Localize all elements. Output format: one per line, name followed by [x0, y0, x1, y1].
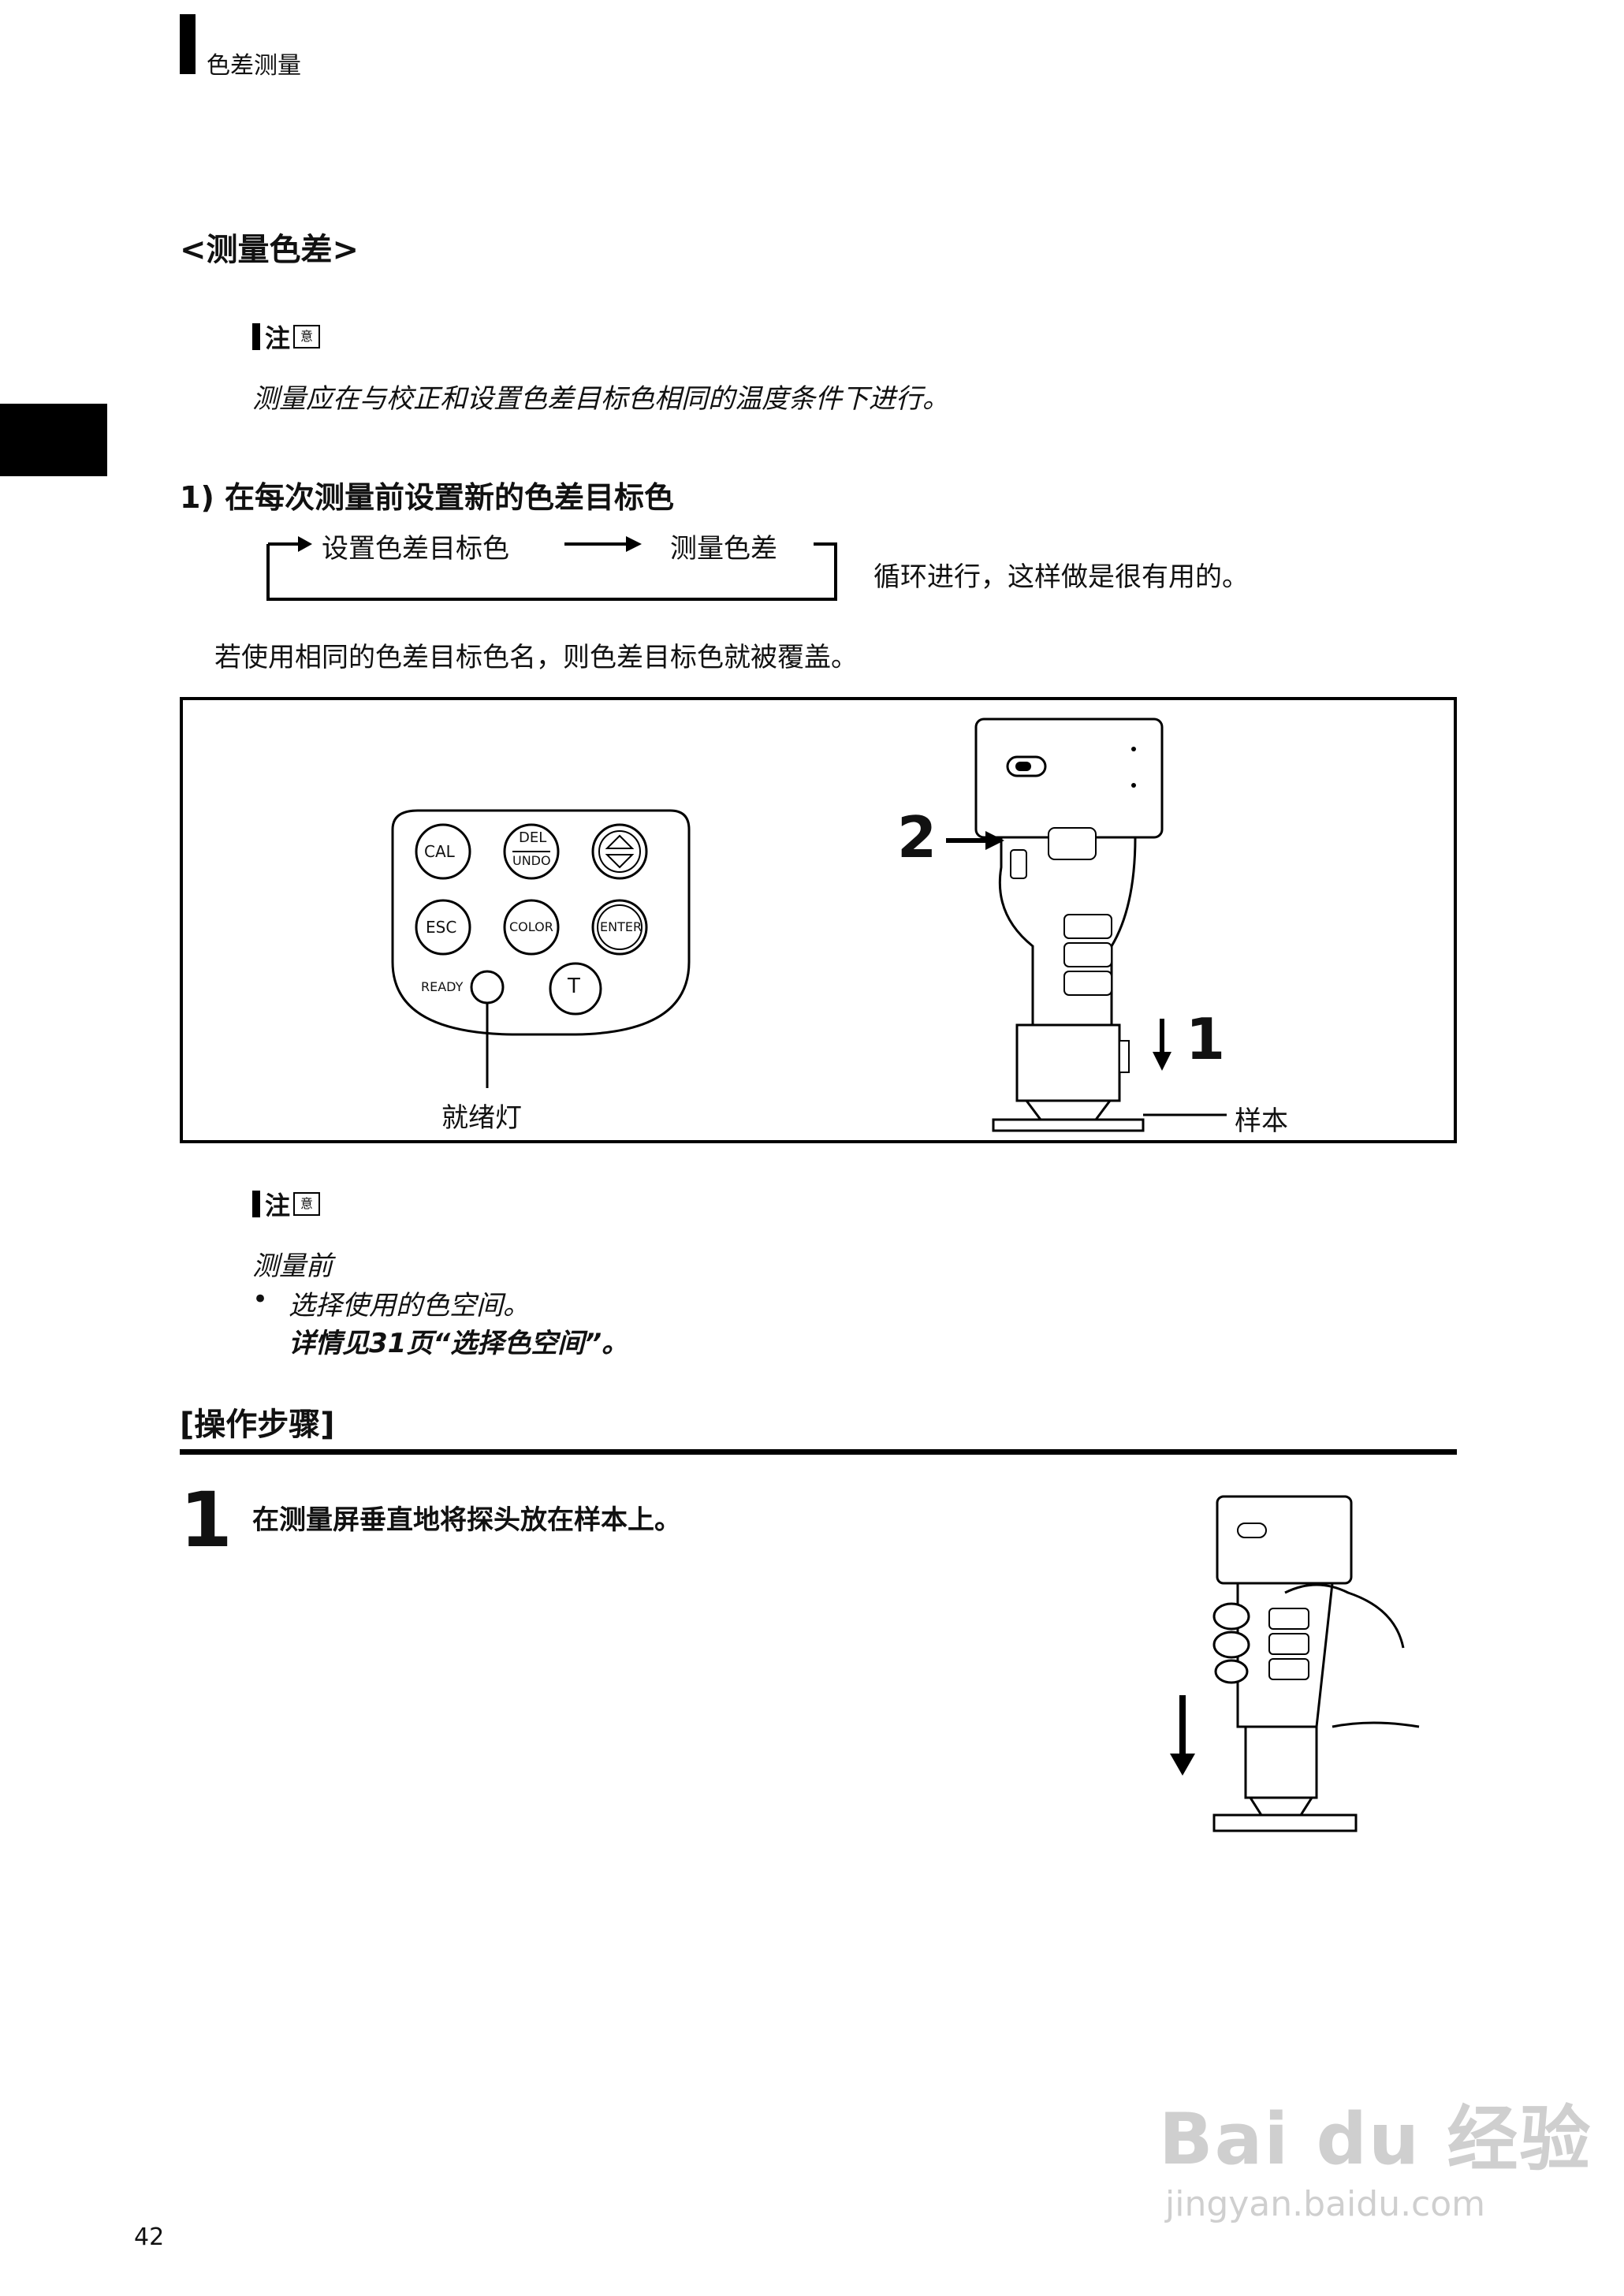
note2-heading: 测量前	[252, 1250, 333, 1282]
note2-bullet-dot: •	[252, 1284, 269, 1315]
keypad	[391, 809, 691, 1036]
color-key: COLOR	[509, 919, 553, 934]
sample-leader	[1143, 1113, 1227, 1116]
sample-label: 样本	[1235, 1105, 1288, 1137]
side-tab	[0, 404, 107, 476]
note2-label-text: 注	[265, 1191, 291, 1221]
flow-measure: 测量色差	[670, 533, 777, 565]
ready-lamp-label: 就绪灯	[441, 1102, 522, 1134]
procedure-title: [操作步骤]	[180, 1407, 335, 1443]
page-number: 42	[134, 2223, 165, 2251]
note2-bullet2: 详情见31页“选择色空间”。	[289, 1328, 629, 1359]
flow-set-target: 设置色差目标色	[322, 533, 509, 565]
procedure-rule	[180, 1449, 1457, 1455]
note-box: 意	[293, 325, 321, 348]
undo-key: UNDO	[512, 853, 551, 868]
ready-leader	[486, 1003, 489, 1088]
section-title: <测量色差>	[180, 232, 359, 268]
watermark-url: jingyan.baidu.com	[1165, 2184, 1486, 2224]
note2-label: 注 意	[252, 1186, 321, 1222]
step-title: 1) 在每次测量前设置新的色差目标色	[180, 480, 675, 515]
t-key: T	[568, 975, 580, 998]
enter-key: ENTER	[600, 919, 643, 934]
note2-bullet1: 选择使用的色空间。	[289, 1290, 530, 1321]
esc-key: ESC	[426, 918, 457, 937]
cal-key: CAL	[424, 842, 455, 861]
step-number: 1	[180, 1476, 233, 1564]
arrow-2-num: 2	[897, 804, 937, 870]
header-bar	[180, 14, 196, 74]
device-illustration	[974, 718, 1164, 1132]
note-label-text: 注	[265, 323, 291, 353]
ready-label: READY	[421, 979, 464, 994]
flow-diagram	[266, 536, 837, 601]
arrow-down-icon	[1153, 1019, 1171, 1071]
baidu-watermark: Bai du 经验 jingyan.baidu.com	[1159, 2082, 1592, 2224]
flow-suffix: 循环进行，这样做是很有用的。	[873, 561, 1249, 593]
note-text: 测量应在与校正和设置色差目标色相同的温度条件下进行。	[252, 383, 949, 415]
del-key: DEL	[519, 829, 547, 846]
note2-box: 意	[293, 1192, 321, 1216]
header-section: 色差测量	[207, 52, 301, 80]
note2-bar	[252, 1191, 260, 1217]
arrow-right-icon	[946, 831, 1004, 850]
hand-device-illustration	[1170, 1495, 1420, 1832]
overwrite-text: 若使用相同的色差目标色名，则色差目标色就被覆盖。	[214, 642, 858, 673]
note-label: 注 意	[252, 319, 321, 355]
arrow-1-num: 1	[1186, 1006, 1226, 1072]
step1-text: 在测量屏垂直地将探头放在样本上。	[252, 1504, 681, 1536]
note-bar	[252, 323, 260, 350]
figure-box	[180, 697, 1457, 1143]
watermark-brand: Bai du 经验	[1159, 2098, 1592, 2181]
